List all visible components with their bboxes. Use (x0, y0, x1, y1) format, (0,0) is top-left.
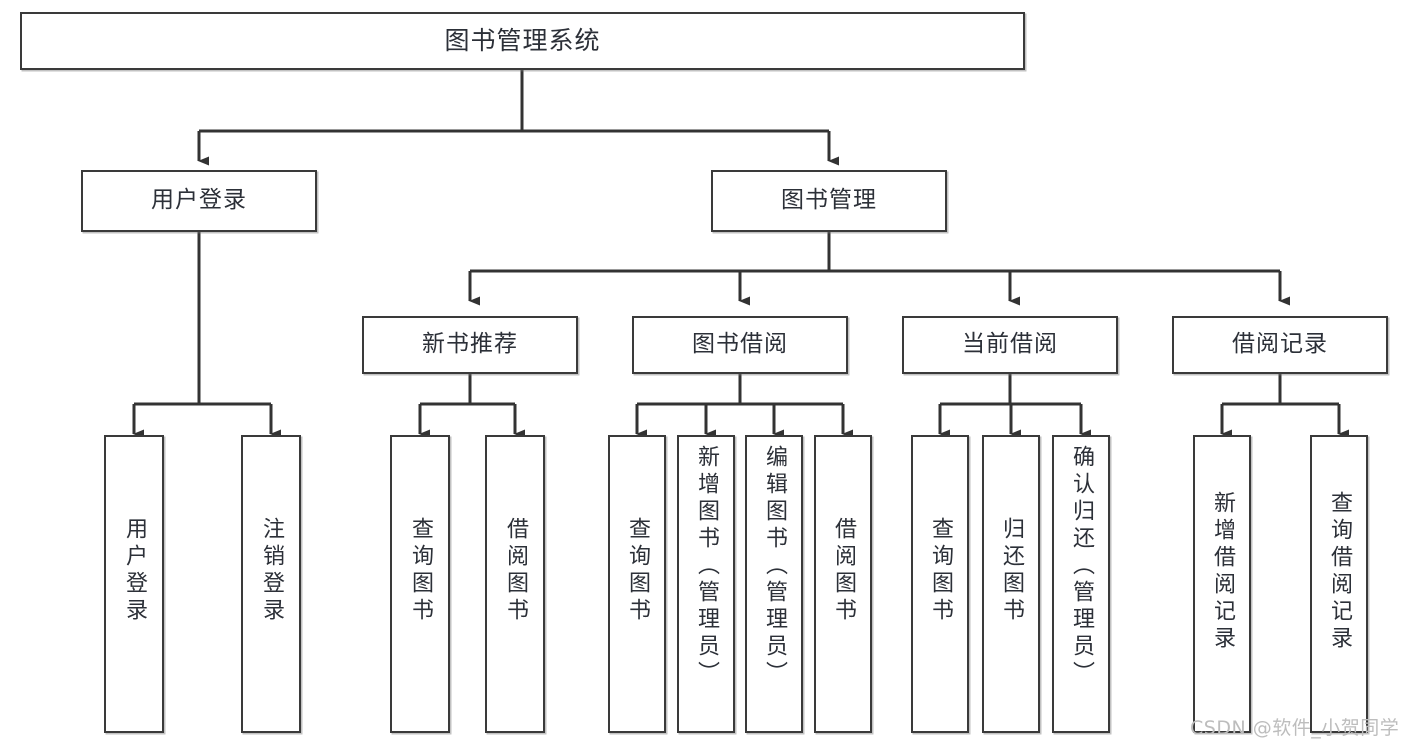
node-label: 注销登录 (259, 517, 284, 625)
node-root[interactable]: 图书管理系统 (20, 12, 1025, 70)
node-label: 新书推荐 (422, 331, 518, 358)
node-label: 查询图书 (625, 517, 650, 625)
node-label: 归还图书 (999, 517, 1024, 625)
node-current-borrow[interactable]: 当前借阅 (902, 316, 1118, 374)
node-label: 用户登录 (151, 187, 247, 214)
node-label: 编辑图书（管理员） (762, 445, 787, 688)
node-leaf-add-borrow-record[interactable]: 新增借阅记录 (1193, 435, 1251, 733)
node-label: 新增借阅记录 (1210, 491, 1235, 653)
node-label: 图书借阅 (692, 331, 788, 358)
node-leaf-add-book-admin[interactable]: 新增图书（管理员） (677, 435, 735, 733)
node-leaf-query-book-3[interactable]: 查询图书 (911, 435, 969, 733)
node-label: 借阅图书 (503, 517, 528, 625)
node-leaf-return-book[interactable]: 归还图书 (982, 435, 1040, 733)
node-label: 确认归还（管理员） (1069, 445, 1094, 688)
node-label: 图书管理系统 (444, 26, 601, 56)
connector-lines (132, 70, 1349, 439)
node-leaf-query-borrow-record[interactable]: 查询借阅记录 (1310, 435, 1368, 733)
node-label: 借阅图书 (831, 517, 856, 625)
node-leaf-borrow-book-2[interactable]: 借阅图书 (814, 435, 872, 733)
node-label: 用户登录 (122, 517, 147, 625)
node-borrow-record[interactable]: 借阅记录 (1172, 316, 1388, 374)
node-label: 借阅记录 (1232, 331, 1328, 358)
node-label: 新增图书（管理员） (694, 445, 719, 688)
node-new-book-recommend[interactable]: 新书推荐 (362, 316, 578, 374)
node-leaf-user-logout[interactable]: 注销登录 (241, 435, 301, 733)
node-leaf-confirm-return-admin[interactable]: 确认归还（管理员） (1052, 435, 1110, 733)
node-leaf-user-login[interactable]: 用户登录 (104, 435, 164, 733)
node-label: 查询图书 (928, 517, 953, 625)
node-user-login[interactable]: 用户登录 (81, 170, 317, 232)
node-leaf-query-book-1[interactable]: 查询图书 (390, 435, 450, 733)
node-label: 当前借阅 (962, 331, 1058, 358)
node-leaf-edit-book-admin[interactable]: 编辑图书（管理员） (745, 435, 803, 733)
node-book-borrow[interactable]: 图书借阅 (632, 316, 848, 374)
node-leaf-query-book-2[interactable]: 查询图书 (608, 435, 666, 733)
node-label: 图书管理 (781, 187, 877, 214)
node-leaf-borrow-book-1[interactable]: 借阅图书 (485, 435, 545, 733)
node-label: 查询借阅记录 (1327, 491, 1352, 653)
node-label: 查询图书 (408, 517, 433, 625)
node-book-manage[interactable]: 图书管理 (711, 170, 947, 232)
